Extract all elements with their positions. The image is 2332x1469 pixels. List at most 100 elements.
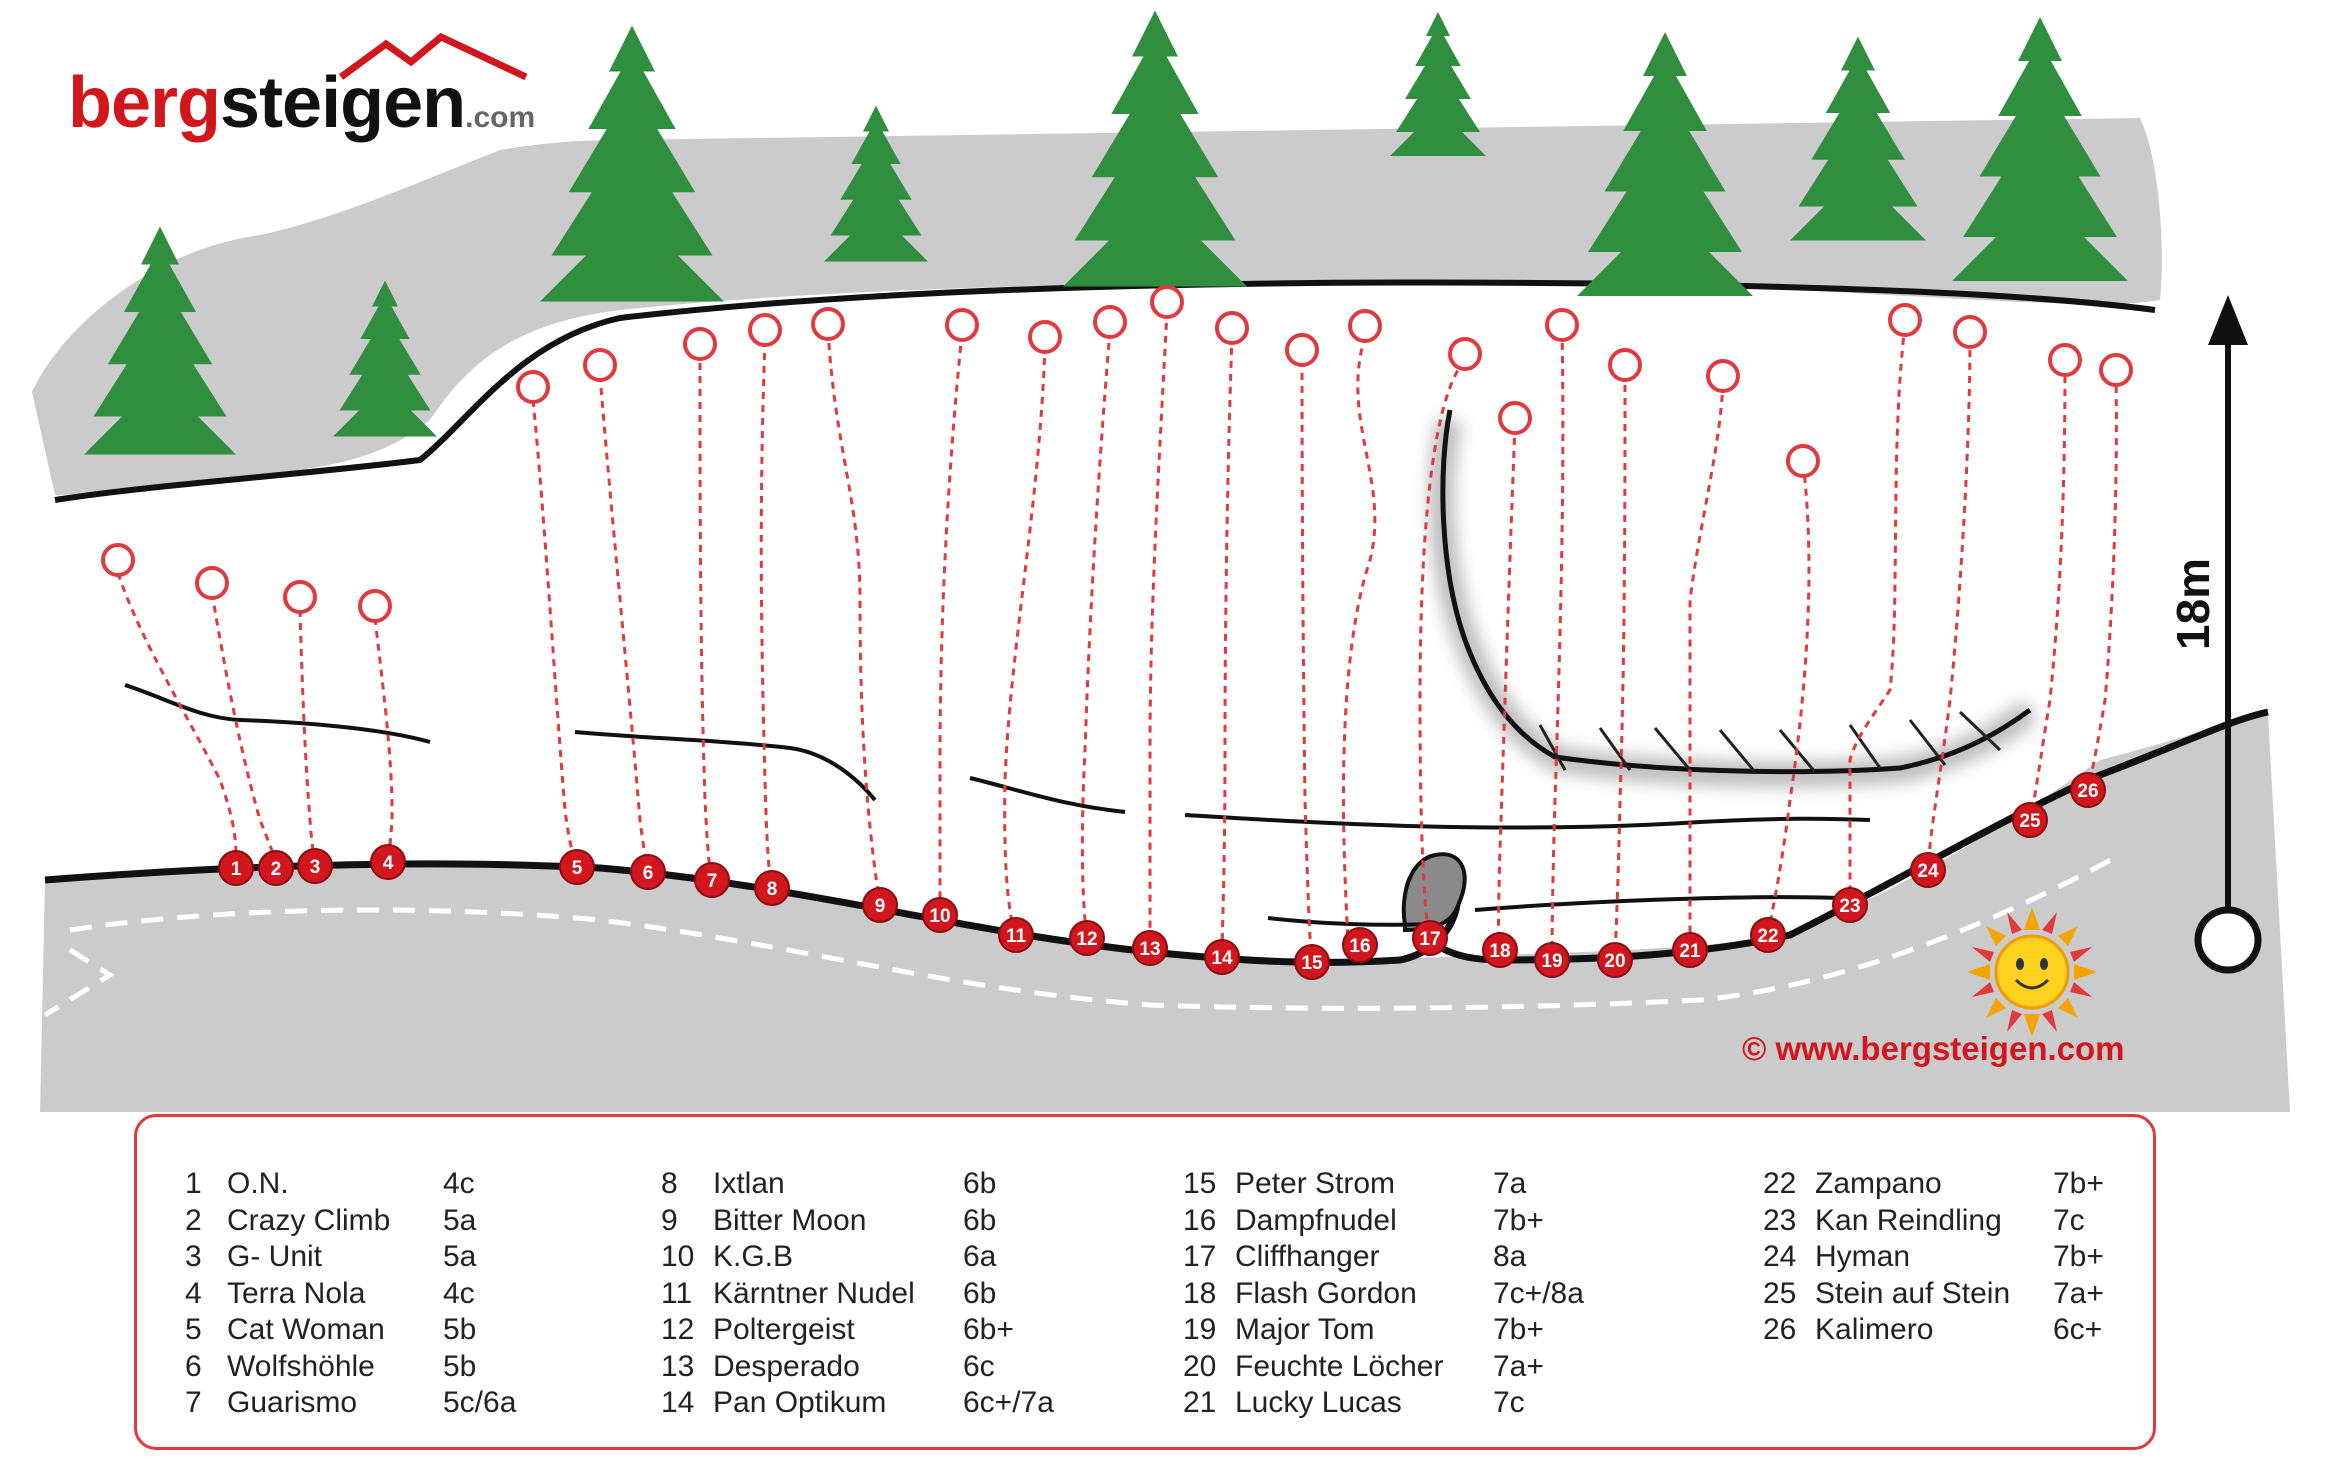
route-marker-number: 17 <box>1419 929 1440 950</box>
route-marker-number: 19 <box>1541 951 1562 972</box>
legend-route-grade: 5a <box>443 1203 477 1237</box>
legend-route-number: 24 <box>1763 1240 1797 1273</box>
legend-route-number: 19 <box>1183 1313 1217 1346</box>
route-marker: 14 <box>1204 939 1240 975</box>
route-marker-number: 15 <box>1301 953 1323 974</box>
anchor-icon <box>1786 444 1820 478</box>
legend-route-grade: 6b <box>963 1203 997 1237</box>
dihedral-line <box>1440 409 2032 775</box>
legend-route-grade: 6b <box>963 1167 997 1200</box>
legend-route-name: Pan Optikum <box>713 1386 887 1419</box>
anchor-icon <box>811 307 845 341</box>
legend-route-grade: 7a+ <box>1493 1349 1544 1383</box>
route-marker: 6 <box>630 854 666 890</box>
mountain-roof-icon <box>338 32 528 81</box>
route-marker: 1 <box>218 850 254 886</box>
legend-route-number: 20 <box>1183 1349 1217 1383</box>
anchor-icon <box>1608 348 1642 382</box>
route-marker-number: 4 <box>383 853 394 874</box>
route-marker: 4 <box>370 844 406 880</box>
route-marker-number: 10 <box>929 906 950 927</box>
route-marker-number: 13 <box>1139 939 1160 960</box>
legend-route-number: 16 <box>1183 1203 1217 1237</box>
route-marker-number: 12 <box>1076 929 1097 950</box>
logo-part1: berg <box>68 63 221 143</box>
route-marker: 18 <box>1482 932 1518 968</box>
legend-route-name: Desperado <box>713 1349 860 1383</box>
legend-route-grade: 7c+/8a <box>1493 1276 1584 1310</box>
legend-route-grade: 7b+ <box>2053 1167 2104 1200</box>
route-marker: 24 <box>1910 852 1946 888</box>
legend-route-grade: 5c/6a <box>443 1386 517 1419</box>
dihedral-hatching <box>1538 710 2002 773</box>
dihedral-shadow <box>1428 416 2039 788</box>
route-marker-number: 6 <box>643 863 654 884</box>
route-marker-number: 5 <box>572 858 583 879</box>
route-marker: 16 <box>1342 927 1378 963</box>
route-marker: 2 <box>258 850 294 886</box>
anchor-icon <box>283 580 317 614</box>
legend-route-name: Flash Gordon <box>1235 1276 1417 1310</box>
legend-route-number: 5 <box>185 1313 202 1346</box>
legend-route-name: Hyman <box>1815 1240 1911 1273</box>
anchor-icon <box>1706 359 1740 393</box>
route-marker-number: 11 <box>1006 926 1027 947</box>
legend-route-number: 12 <box>661 1313 695 1346</box>
route-marker: 17 <box>1412 920 1448 956</box>
legend-route-grade: 7b+ <box>1493 1313 1544 1346</box>
legend-route-grade: 8a <box>1493 1240 1527 1273</box>
legend-route-number: 7 <box>185 1386 202 1419</box>
route-marker: 3 <box>297 848 333 884</box>
legend-route-grade: 4c <box>443 1276 475 1310</box>
route-marker-number: 8 <box>767 879 778 900</box>
legend-route-name: Kärntner Nudel <box>713 1276 915 1310</box>
legend-route-name: Dampfnudel <box>1235 1203 1397 1237</box>
route-marker: 22 <box>1750 917 1786 953</box>
legend-route-number: 15 <box>1183 1167 1217 1200</box>
anchor-icon <box>1028 320 1062 354</box>
legend-route-name: Crazy Climb <box>227 1203 391 1237</box>
legend-route-grade: 6a <box>963 1240 997 1273</box>
route-marker: 20 <box>1597 942 1633 978</box>
legend-route-name: Wolfshöhle <box>227 1349 375 1383</box>
legend-route-name: Peter Strom <box>1235 1167 1396 1200</box>
legend-route-name: Terra Nola <box>227 1276 366 1310</box>
legend-route-number: 6 <box>185 1349 202 1383</box>
route-marker: 7 <box>694 862 730 898</box>
legend-route-grade: 7c <box>1493 1386 1525 1419</box>
legend-route-name: Guarismo <box>227 1386 358 1419</box>
height-arrow-icon <box>2194 295 2262 974</box>
route-marker: 8 <box>754 870 790 906</box>
route-marker: 13 <box>1132 930 1168 966</box>
legend-route-grade: 7b+ <box>1493 1203 1544 1237</box>
legend-route-number: 22 <box>1763 1167 1797 1200</box>
anchor-icon <box>748 313 782 347</box>
legend-route-grade: 6c+ <box>2053 1313 2103 1346</box>
logo-suffix: .com <box>465 101 536 134</box>
anchor-icon <box>1953 315 1987 349</box>
legend-route-grade: 5b <box>443 1349 477 1383</box>
route-marker-number: 16 <box>1349 936 1370 957</box>
route-marker-number: 18 <box>1489 941 1510 962</box>
route-marker-number: 22 <box>1757 926 1778 947</box>
copyright-link[interactable]: © www.bergsteigen.com <box>1742 1030 2125 1067</box>
legend-route-name: Poltergeist <box>713 1313 855 1346</box>
legend-route-grade: 6b <box>963 1276 997 1310</box>
cliff-top-edge <box>54 279 2156 503</box>
legend-route-grade: 7b+ <box>2053 1240 2104 1273</box>
ledges <box>124 683 1871 927</box>
anchor-icon <box>195 566 229 600</box>
legend-route-number: 2 <box>185 1203 202 1237</box>
anchor-icon <box>1215 311 1249 345</box>
dashed-trail <box>43 852 2122 1018</box>
anchor-icon <box>1150 285 1184 319</box>
route-marker-number: 23 <box>1839 896 1860 917</box>
anchor-icon <box>1888 303 1922 337</box>
anchor-icon <box>583 348 617 382</box>
route-marker: 25 <box>2012 802 2048 838</box>
legend-route-name: O.N. <box>227 1167 289 1200</box>
route-marker-number: 3 <box>310 857 321 878</box>
